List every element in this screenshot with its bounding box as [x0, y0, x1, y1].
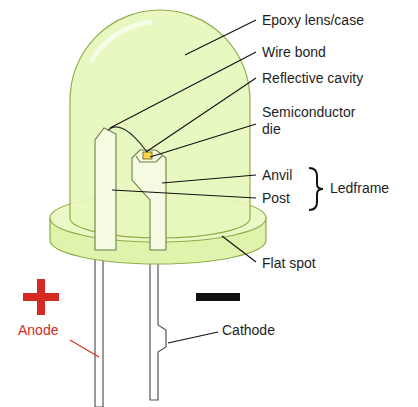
part-label: Cathode — [222, 322, 275, 339]
minus-symbol — [196, 293, 240, 301]
post — [95, 128, 116, 250]
part-label: Post — [262, 190, 290, 207]
anvil — [132, 150, 166, 250]
part-label: Semiconductor die — [262, 104, 366, 138]
cathode-lead — [150, 245, 166, 400]
part-label: Ledframe — [330, 180, 389, 197]
leader-lines — [70, 20, 256, 357]
wire-bond — [108, 127, 147, 152]
part-label: Anode — [18, 322, 58, 339]
semiconductor-die — [143, 152, 152, 159]
brace — [309, 168, 323, 210]
part-label: Anvil — [262, 167, 292, 184]
lens-highlight — [92, 22, 150, 60]
part-label: Flat spot — [262, 255, 316, 272]
plus-symbol — [37, 279, 45, 315]
part-label: Wire bond — [262, 44, 326, 61]
part-label: Reflective cavity — [262, 70, 363, 87]
anode-lead — [95, 245, 103, 407]
part-label: Epoxy lens/case — [262, 12, 364, 29]
